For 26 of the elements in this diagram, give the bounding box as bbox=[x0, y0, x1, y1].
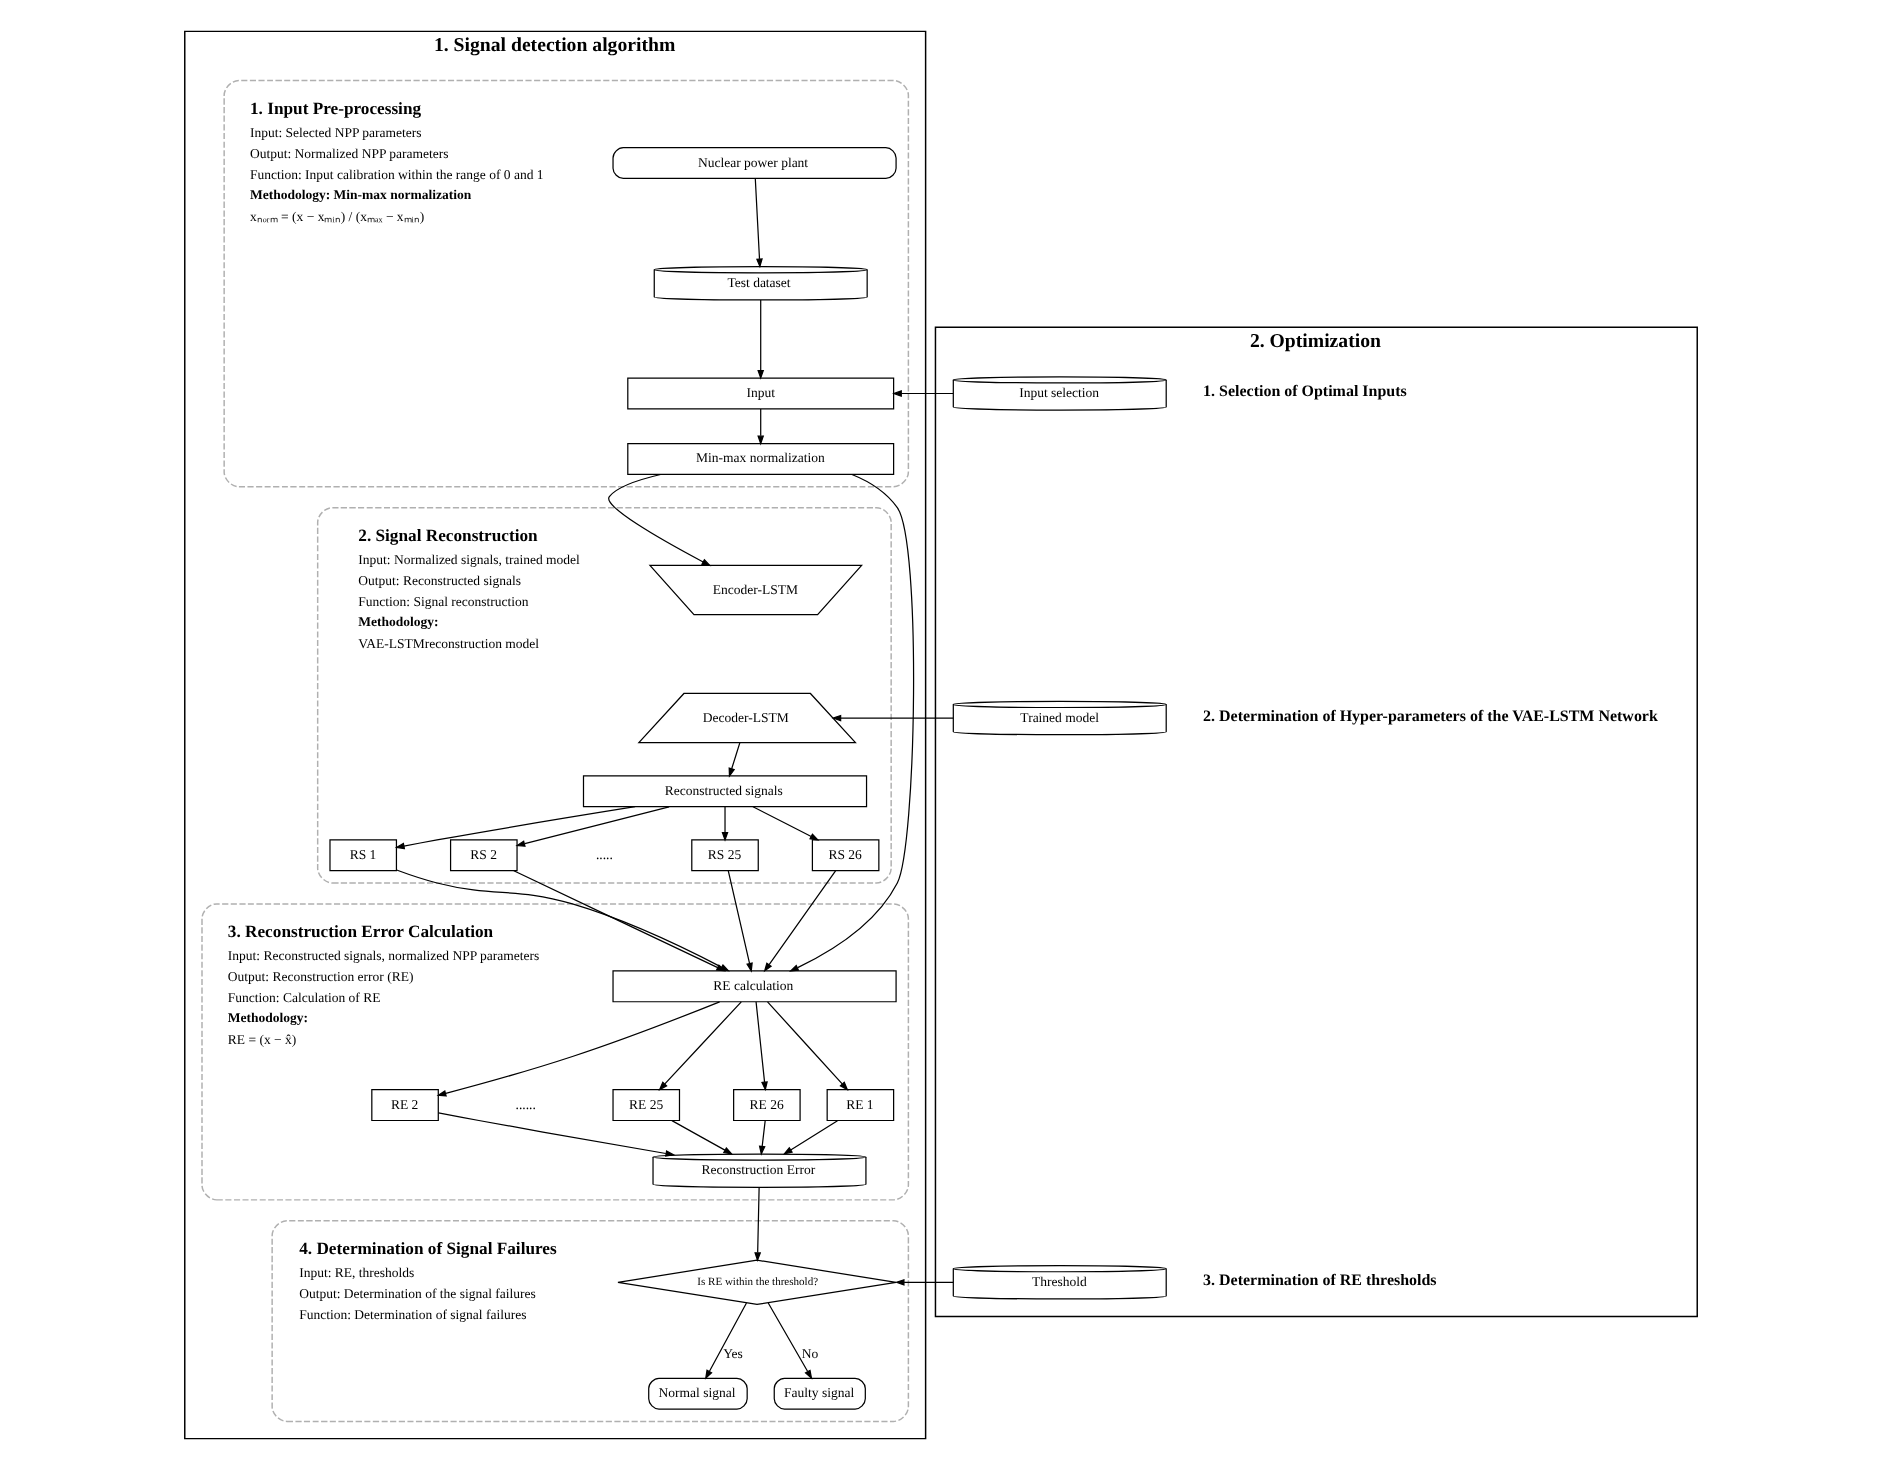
arrow bbox=[513, 870, 727, 972]
arrow bbox=[515, 806, 670, 847]
arrow bbox=[894, 1278, 954, 1286]
arrow bbox=[671, 1120, 734, 1155]
arrow bbox=[721, 806, 729, 842]
arrow bbox=[394, 806, 636, 850]
arrow bbox=[763, 870, 837, 973]
arrow bbox=[892, 390, 954, 397]
arrow bbox=[766, 1001, 849, 1091]
arrow bbox=[704, 1302, 748, 1380]
arrow bbox=[755, 1001, 768, 1092]
arrow bbox=[831, 714, 954, 722]
arrow bbox=[782, 1120, 839, 1155]
arrow bbox=[758, 1120, 766, 1156]
arrow bbox=[757, 299, 765, 380]
arrow bbox=[437, 1112, 676, 1157]
arrow bbox=[757, 408, 765, 446]
arrow bbox=[727, 870, 753, 973]
arrow bbox=[754, 178, 763, 269]
arrow bbox=[728, 742, 741, 778]
arrow bbox=[752, 806, 820, 841]
arrow bbox=[788, 473, 915, 972]
arrow bbox=[754, 1186, 762, 1263]
arrow bbox=[436, 1001, 721, 1097]
arrow bbox=[767, 1302, 813, 1380]
arrow bbox=[658, 1001, 742, 1091]
